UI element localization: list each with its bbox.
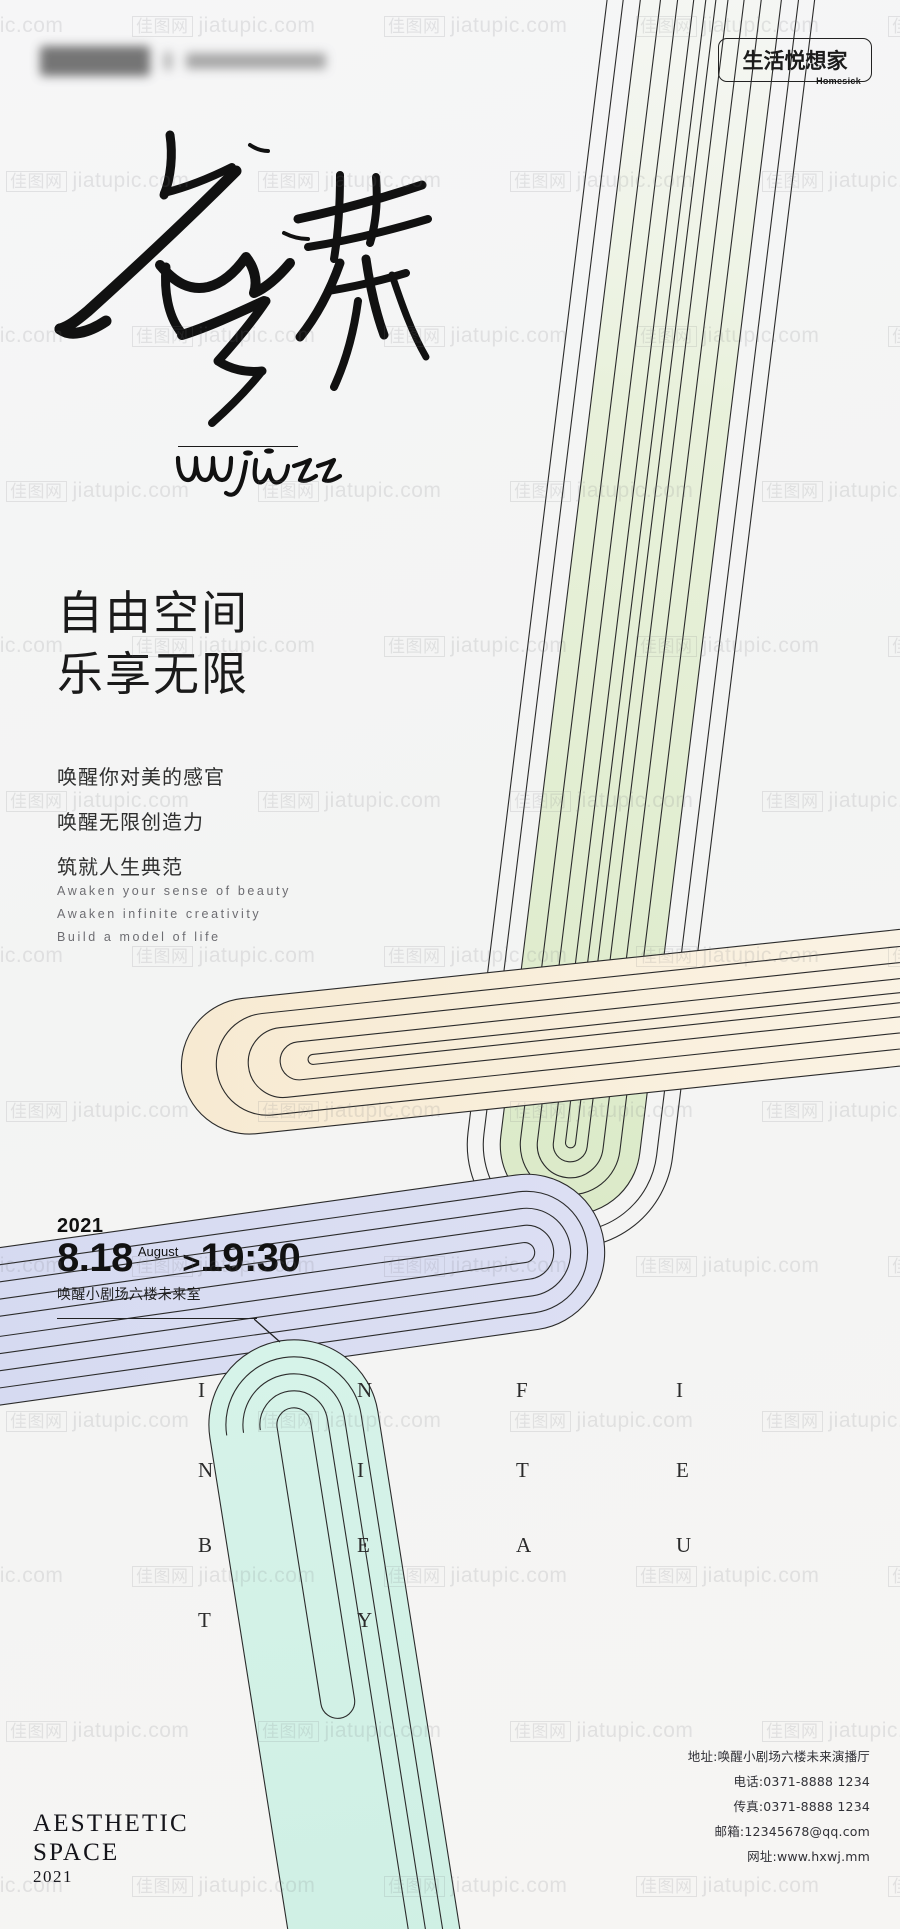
event-date-row: 8.18 August > 19:30 — [57, 1236, 301, 1280]
arrow-icon: > — [182, 1244, 201, 1280]
decor-letter: Y — [357, 1608, 373, 1632]
decor-letter: U — [676, 1533, 692, 1557]
subtitle-en-line-3: Build a model of life — [57, 930, 221, 945]
event-year: 2021 — [57, 1215, 104, 1237]
ribbon-beige — [180, 918, 900, 1135]
decor-letter: E — [357, 1533, 370, 1557]
ribbon-periwinkle — [0, 1173, 606, 1449]
decor-letter: F — [516, 1378, 528, 1402]
event-venue: 唤醒小剧场六楼未来室 — [57, 1287, 201, 1303]
wordmark-line-3: 2021 — [33, 1866, 73, 1886]
decor-letter: T — [198, 1608, 211, 1632]
subtitle-cn-line-1: 唤醒你对美的感官 — [57, 765, 225, 789]
brand-logo: 生活悦想家 Homesick — [718, 38, 872, 86]
ribbon-green — [466, 0, 845, 1249]
subtitle-en-line-2: Awaken infinite creativity — [57, 907, 262, 922]
contact-fax: 传真:0371-8888 1234 — [733, 1799, 870, 1814]
subtitle-en-line-1: Awaken your sense of beauty — [57, 884, 291, 898]
decor-letter: E — [676, 1458, 689, 1482]
event-underline — [57, 1318, 257, 1320]
event-day: 8.18 — [57, 1236, 133, 1280]
headline-line-1: 自由空间 — [57, 586, 249, 640]
contact-email: 邮箱:12345678@qq.com — [714, 1824, 870, 1839]
event-datetime: 2021 8.18 August > 19:30 唤醒小剧场六楼未来室 — [57, 1215, 301, 1304]
calligraphy-pinyin — [168, 440, 348, 500]
decor-letter: I — [357, 1458, 364, 1482]
subtitle-cn-line-3: 筑就人生典范 — [57, 855, 183, 879]
contact-address: 地址:唤醒小剧场六楼未来演播厅 — [687, 1749, 870, 1764]
subtitle-chinese: 唤醒你对美的感官 唤醒无限创造力 筑就人生典范 — [57, 755, 225, 890]
footer-wordmark: AESTHETIC SPACE 2021 — [33, 1809, 189, 1887]
calligraphy-wujie — [40, 115, 440, 445]
decor-letter: A — [516, 1533, 532, 1557]
decor-letter: I — [198, 1378, 205, 1402]
wordmark-line-2: SPACE — [33, 1838, 120, 1866]
decor-letter: T — [516, 1458, 529, 1482]
contact-phone: 电话:0371-8888 1234 — [733, 1774, 870, 1789]
publisher-mark-blurred — [40, 42, 330, 82]
decor-letter: I — [676, 1378, 683, 1402]
brand-logo-cn: 生活悦想家 — [742, 49, 848, 73]
event-month: August — [137, 1244, 179, 1259]
ribbon-mint — [208, 1339, 492, 1929]
event-time: 19:30 — [200, 1236, 301, 1280]
pinyin-rule — [178, 446, 298, 448]
wordmark-line-1: AESTHETIC — [33, 1809, 189, 1837]
event-underline-tick — [254, 1318, 281, 1343]
headline-line-2: 乐享无限 — [57, 646, 249, 701]
subtitle-english: Awaken your sense of beauty Awaken infin… — [57, 880, 291, 949]
contact-info: 地址:唤醒小剧场六楼未来演播厅 电话:0371-8888 1234 传真:037… — [688, 1744, 870, 1869]
brand-logo-en: Homesick — [816, 76, 861, 86]
decor-letter: N — [357, 1378, 373, 1402]
page-title: 自由空间 乐享无限 — [57, 583, 249, 704]
contact-website: 网址:www.hxwj.mm — [747, 1849, 870, 1864]
decor-letter: N — [198, 1458, 214, 1482]
decor-letter: B — [198, 1533, 213, 1557]
calligraphy-strokes — [54, 130, 432, 427]
subtitle-cn-line-2: 唤醒无限创造力 — [57, 810, 204, 834]
pinyin-strokes — [175, 448, 343, 497]
